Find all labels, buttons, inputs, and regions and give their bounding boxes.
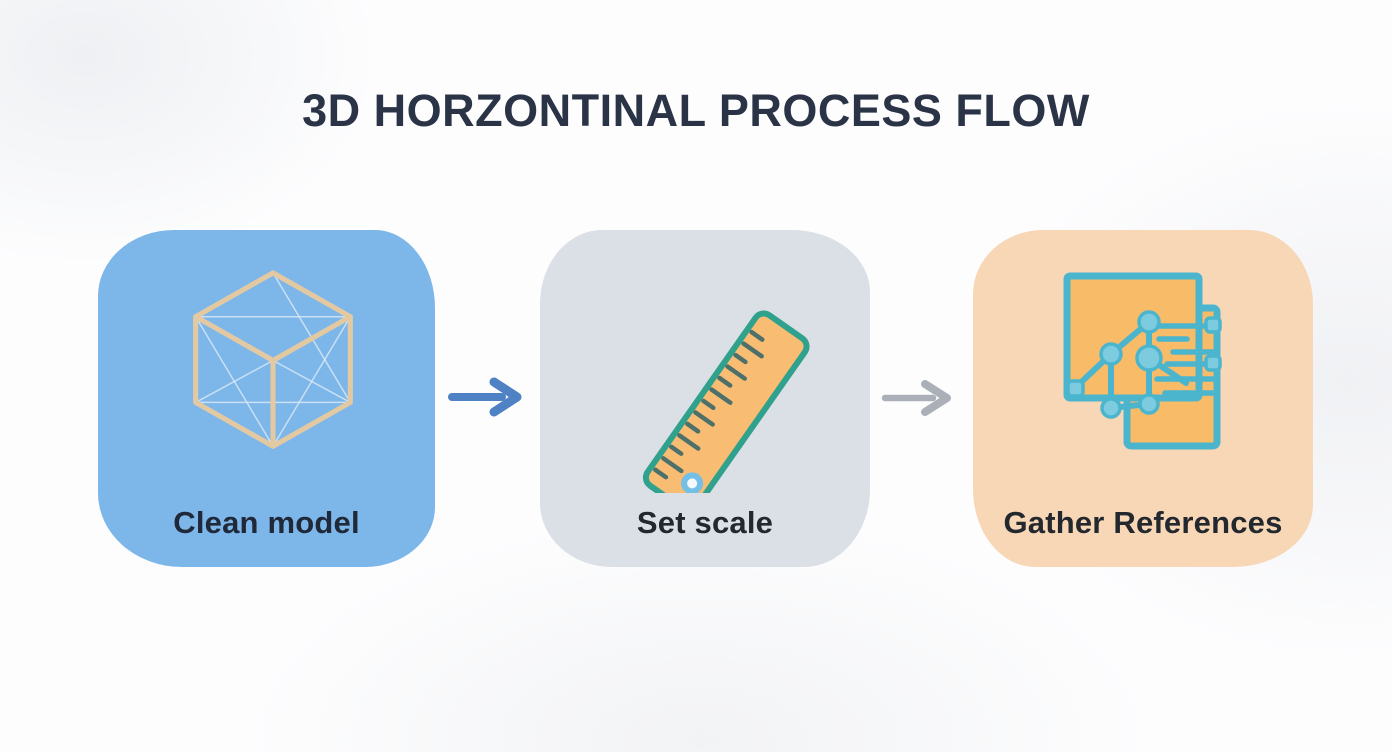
reference-graph-icon [1063, 272, 1222, 450]
flow-arrow-1 [447, 374, 527, 420]
step-2-icon-area [540, 258, 870, 493]
step-2-label: Set scale [636, 505, 774, 540]
step-card-set-scale: Set scale [540, 230, 870, 567]
page-title: 3D HORZONTINAL PROCESS FLOW [302, 85, 1090, 136]
right-arrow-icon [448, 377, 522, 417]
step-3-icon-area [973, 266, 1313, 456]
right-arrow-icon [881, 380, 951, 416]
step-1-label: Clean model [173, 505, 360, 540]
ruler-icon [642, 310, 810, 493]
flow-arrow-2 [879, 374, 959, 420]
step-card-clean-model: Clean model [98, 230, 435, 567]
step-1-icon-area [110, 258, 435, 463]
step-card-gather-references: Gather References [973, 230, 1313, 567]
wireframe-cube-icon [192, 270, 353, 449]
step-3-label: Gather References [1003, 505, 1283, 540]
